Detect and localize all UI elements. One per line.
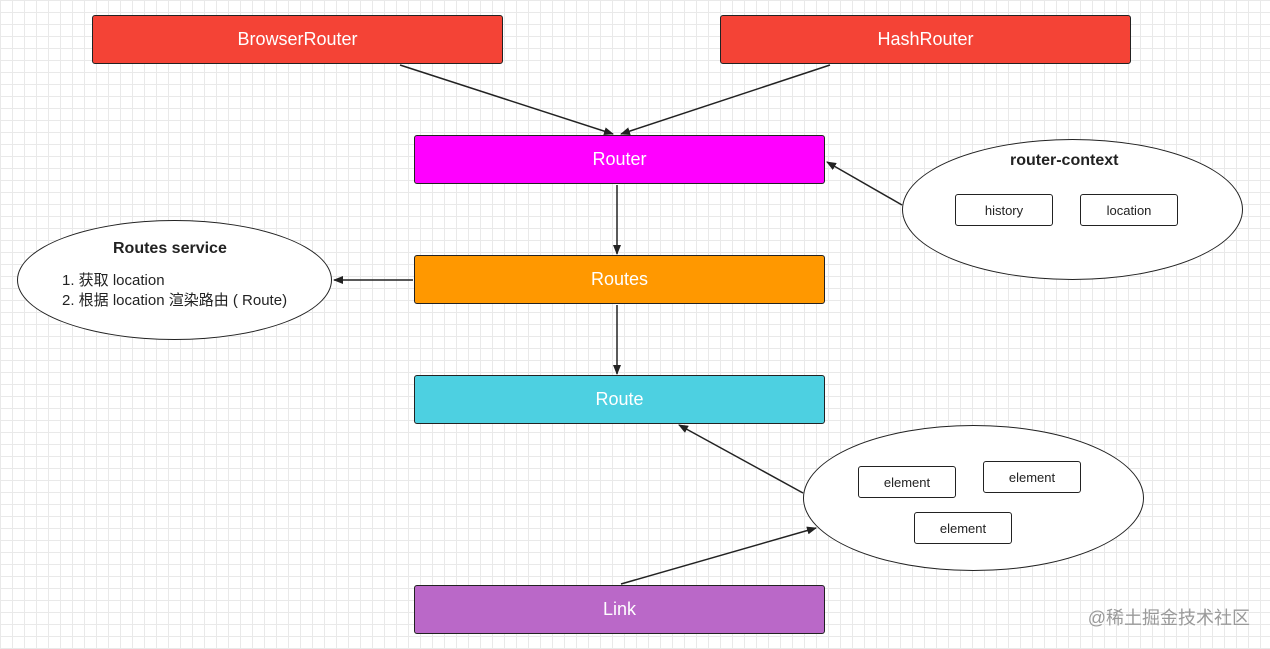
arrow-browserrouter-to-router xyxy=(399,64,614,136)
element-label-1: element xyxy=(883,474,931,490)
location-label: location xyxy=(1106,202,1152,218)
routes-service-title: Routes service xyxy=(113,240,227,257)
link-node: Link xyxy=(414,585,825,634)
router-context-location-chip: location xyxy=(1080,194,1178,226)
router-context-history-chip: history xyxy=(955,194,1053,226)
arrow-context-to-router xyxy=(826,161,903,206)
router-node: Router xyxy=(414,135,825,184)
arrow-hashrouter-to-router xyxy=(620,64,831,135)
routes-service-ellipse xyxy=(17,220,332,340)
routes-node: Routes xyxy=(414,255,825,304)
hashrouter-node: HashRouter xyxy=(720,15,1131,64)
element-chip-2: element xyxy=(983,461,1081,493)
route-node: Route xyxy=(414,375,825,424)
history-label: history xyxy=(984,202,1024,218)
arrow-link-to-elements xyxy=(620,526,817,585)
routes-service-line-2: 2. 根据 location 渲染路由 ( Route) xyxy=(62,292,288,309)
browserrouter-node: BrowserRouter xyxy=(92,15,503,64)
router-context-title: router-context xyxy=(1010,152,1119,169)
element-group-ellipse xyxy=(803,425,1144,571)
element-chip-3: element xyxy=(914,512,1012,544)
element-label-2: element xyxy=(1008,469,1056,485)
browserrouter-label: BrowserRouter xyxy=(237,29,358,49)
element-chip-1: element xyxy=(858,466,956,498)
element-label-3: element xyxy=(939,520,987,536)
route-label: Route xyxy=(595,389,644,409)
routes-service-line-1: 1. 获取 location xyxy=(62,272,165,289)
router-label: Router xyxy=(592,149,647,169)
watermark: @稀土掘金技术社区 xyxy=(1087,608,1250,628)
hashrouter-label: HashRouter xyxy=(877,29,974,49)
link-label: Link xyxy=(602,599,637,619)
arrow-elements-to-route xyxy=(678,424,804,494)
routes-label: Routes xyxy=(590,269,649,289)
